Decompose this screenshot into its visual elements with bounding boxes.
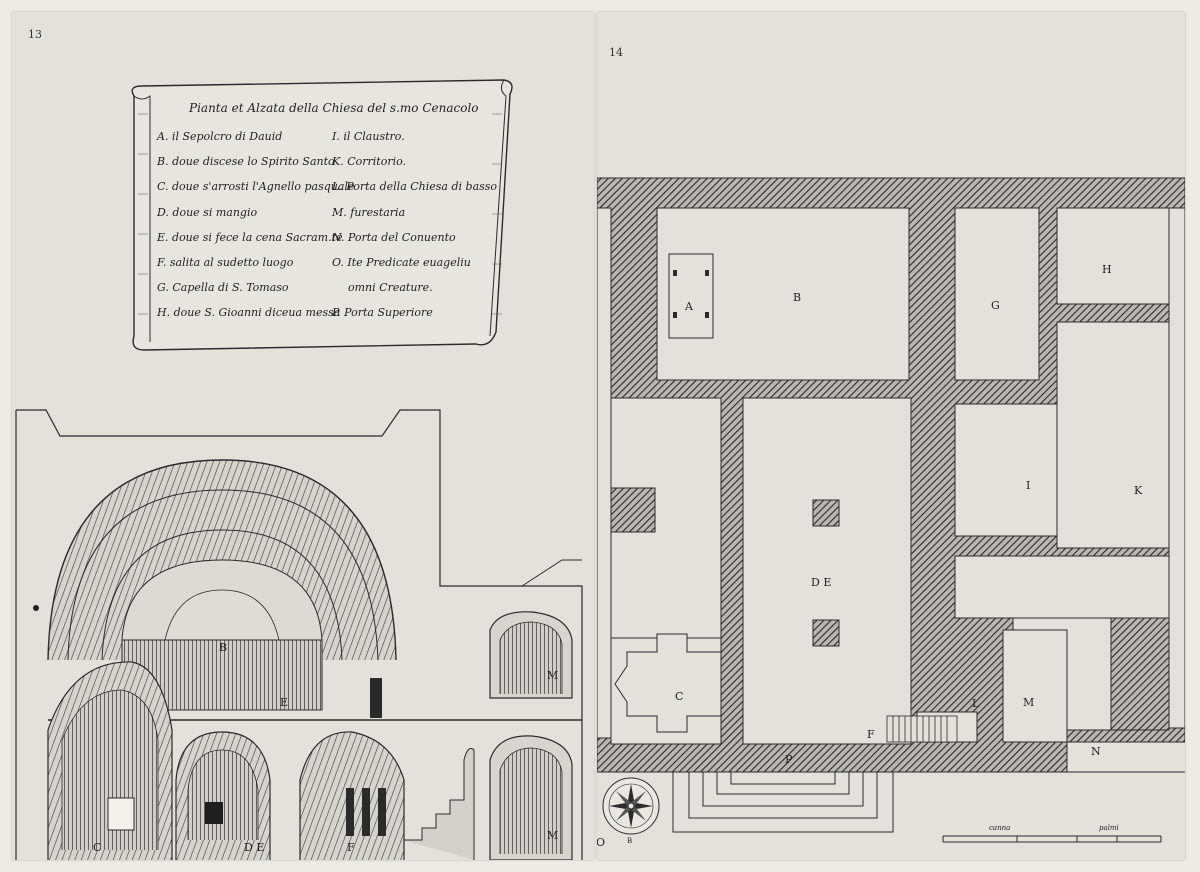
legend-item: G. Capella di S. Tomaso bbox=[157, 281, 289, 295]
legend-cartouche: Pianta et Alzata della Chiesa del s.mo C… bbox=[124, 74, 516, 354]
scale-label-canna: canna bbox=[989, 824, 1011, 832]
legend-left-column: A. il Sepolcro di Dauid B. doue discese … bbox=[157, 124, 354, 326]
plan-label-l: L bbox=[972, 697, 980, 710]
church-floor-plan bbox=[597, 177, 1185, 843]
plan-label-n: N bbox=[1091, 745, 1101, 758]
scale-bar bbox=[942, 835, 1162, 843]
page-number-right: 14 bbox=[609, 46, 623, 59]
elevation-label-m-lower: M bbox=[547, 829, 559, 842]
plan-label-o: O bbox=[597, 836, 606, 849]
plan-label-g: G bbox=[991, 299, 1000, 312]
left-page: 13 Pianta et Alzata della Chiesa del s.m… bbox=[12, 12, 594, 860]
compass-mark: B bbox=[627, 837, 633, 845]
legend-item: omni Creature. bbox=[348, 281, 433, 295]
plan-label-i: I bbox=[1026, 479, 1031, 492]
legend-item: C. doue s'arrosti l'Agnello pasquale bbox=[157, 180, 355, 194]
page-number-left: 13 bbox=[28, 28, 42, 41]
legend-item: F. salita al sudetto luogo bbox=[157, 255, 294, 269]
elevation-label-de: D E bbox=[244, 841, 265, 854]
legend-item: L. Porta della Chiesa di basso bbox=[332, 180, 498, 194]
legend-item: I. il Claustro. bbox=[332, 130, 405, 143]
elevation-label-b: B bbox=[219, 641, 228, 654]
plan-label-p: P bbox=[785, 753, 793, 766]
elevation-label-c: C bbox=[93, 841, 102, 854]
legend-title: Pianta et Alzata della Chiesa del s.mo C… bbox=[189, 101, 479, 115]
church-section-elevation bbox=[15, 409, 583, 860]
elevation-label-f: F bbox=[347, 841, 355, 854]
plan-label-c: C bbox=[675, 690, 684, 703]
legend-item: N. Porta del Conuento bbox=[332, 230, 456, 244]
legend-item: D. doue si mangio bbox=[157, 205, 258, 219]
legend-item: B. doue discese lo Spirito Santo bbox=[157, 155, 335, 169]
plan-label-b: B bbox=[793, 291, 802, 304]
plan-label-k: K bbox=[1134, 484, 1143, 497]
elevation-label-e: E bbox=[280, 696, 289, 709]
right-page: 14 bbox=[597, 12, 1185, 860]
legend-item: K. Corritorio. bbox=[332, 155, 407, 169]
plan-label-h: H bbox=[1102, 263, 1112, 276]
legend-item: H. doue S. Gioanni diceua messa bbox=[157, 306, 341, 320]
scroll-cartouche-drawing bbox=[131, 79, 513, 351]
plan-label-m: M bbox=[1023, 696, 1035, 709]
legend-right-column: I. il Claustro. K. Corritorio. L. Porta … bbox=[332, 124, 497, 326]
legend-item: A. il Sepolcro di Dauid bbox=[157, 130, 283, 143]
plan-label-a: A bbox=[685, 300, 693, 313]
compass-rose-icon bbox=[602, 777, 660, 835]
plan-label-de: D E bbox=[811, 576, 832, 589]
legend-item: M. furestaria bbox=[332, 205, 406, 219]
elevation-label-m-upper: M bbox=[547, 669, 559, 682]
legend-item: P. Porta Superiore bbox=[332, 306, 433, 320]
legend-item: O. Ite Predicate euageliu bbox=[332, 255, 471, 269]
plan-label-f: F bbox=[867, 728, 875, 741]
scale-label-palmi: palmi bbox=[1099, 824, 1119, 832]
legend-item: E. doue si fece la cena Sacram.te bbox=[157, 230, 343, 244]
